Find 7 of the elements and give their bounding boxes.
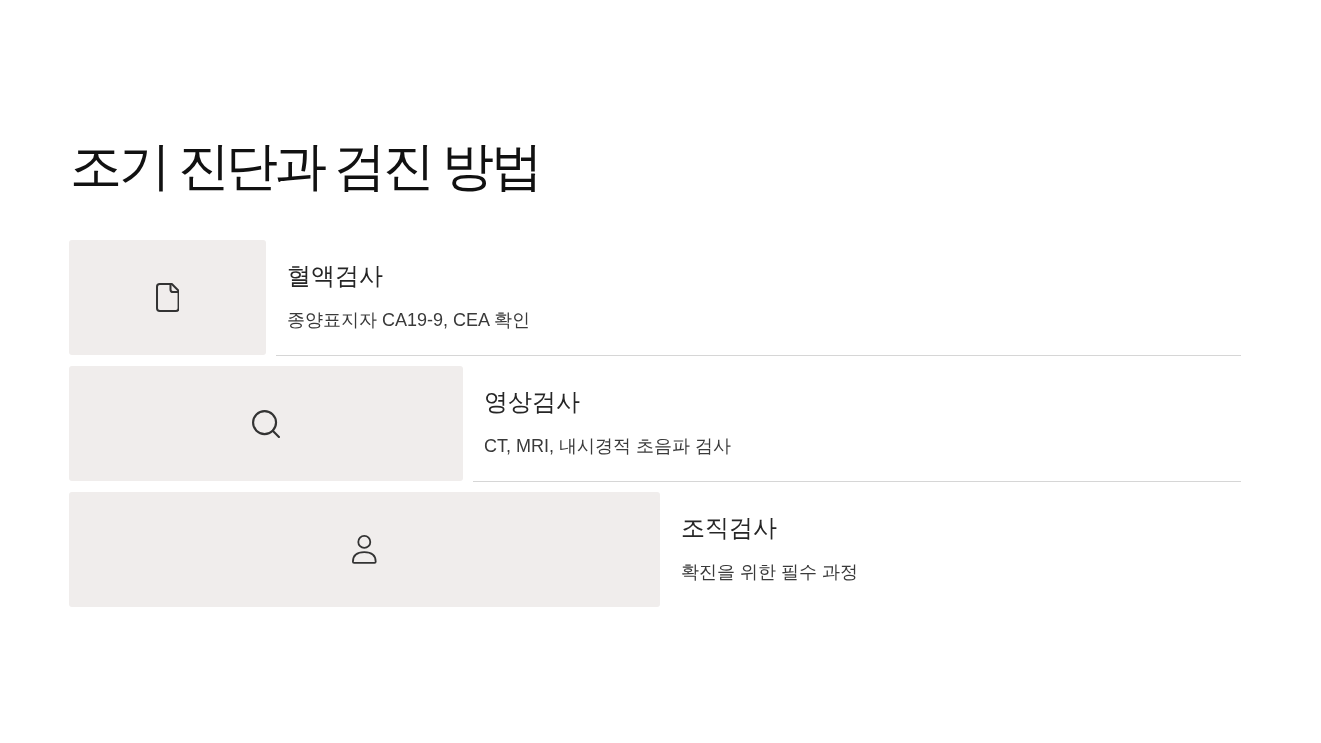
item-heading: 영상검사 xyxy=(484,387,580,416)
item-heading: 혈액검사 xyxy=(287,261,383,290)
item-description: CT, MRI, 내시경적 초음파 검사 xyxy=(484,435,731,457)
item-heading: 조직검사 xyxy=(681,513,777,542)
item-description: 종양표지자 CA19-9, CEA 확인 xyxy=(287,309,531,331)
item-description: 확진을 위한 필수 과정 xyxy=(681,561,858,583)
slide-title: 조기 진단과 검진 방법 xyxy=(70,136,540,197)
